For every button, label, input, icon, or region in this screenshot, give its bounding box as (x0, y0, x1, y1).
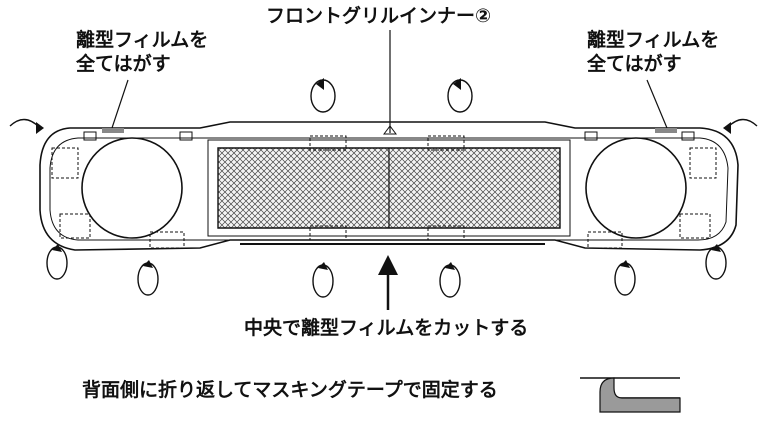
right-peel-note-line2: 全てはがす (587, 53, 682, 75)
peel-rotation-arrowheads (36, 78, 731, 270)
tape-fold-illustration (580, 377, 681, 413)
part-name-label: フロントグリルインナー② (266, 5, 492, 27)
mesh-frame (207, 139, 571, 237)
right-peel-leader (646, 79, 668, 129)
right-film-tab (655, 128, 677, 133)
right-peel-note-line1: 離型フィルムを (587, 29, 720, 51)
left-peel-leader (111, 79, 129, 129)
right-headlight-opening (585, 137, 687, 239)
mount-symbols (83, 125, 695, 141)
bottom-instruction-label: 背面側に折り返してマスキングテープで固定する (82, 379, 498, 401)
left-peel-note-line2: 全てはがす (76, 53, 171, 75)
left-film-tab (102, 128, 124, 133)
left-peel-note-line1: 離型フィルムを (76, 29, 209, 51)
left-headlight-opening (81, 137, 183, 239)
right-peel-note: 離型フィルムを 全てはがす (587, 28, 719, 76)
center-cut-label: 中央で離型フィルムをカットする (244, 317, 529, 339)
mounting-clips (51, 135, 717, 249)
left-peel-note: 離型フィルムを 全てはがす (76, 28, 208, 76)
